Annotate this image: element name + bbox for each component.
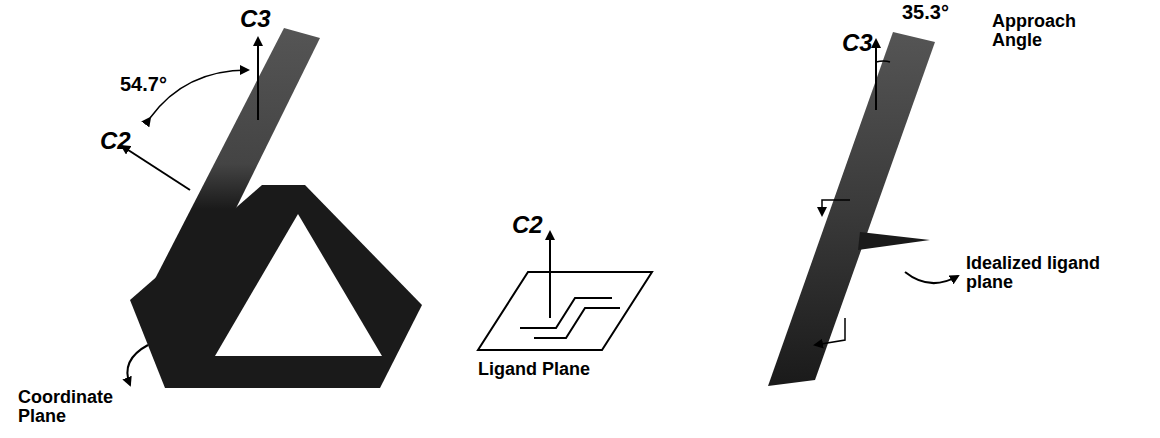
idealized-ligand-plane — [768, 32, 935, 386]
angle-label: 35.3° — [902, 2, 949, 23]
c2-axis-arrow — [549, 232, 551, 318]
coordinate-plane — [130, 28, 422, 388]
leader-line — [905, 272, 958, 283]
angle-arc — [876, 61, 890, 62]
c3-axis-arrow — [875, 40, 877, 110]
part-label: Approach Angle — [992, 12, 1082, 50]
c2-axis-arrow — [122, 146, 190, 190]
rotation-bracket — [815, 318, 845, 345]
angle-label: 54.7° — [120, 74, 167, 95]
axis-label: C2 — [100, 128, 131, 153]
axis-label: C3 — [842, 30, 873, 55]
axis-label: C3 — [240, 6, 271, 31]
ligand-plane — [478, 272, 652, 350]
c3-axis-arrow — [257, 38, 259, 120]
part-label: Ligand Plane — [478, 360, 590, 379]
leader-line — [127, 345, 148, 385]
part-label: Idealized ligand plane — [966, 254, 1116, 292]
axis-label: C2 — [512, 212, 543, 237]
part-label: Coordinate Plane — [18, 388, 128, 426]
rotation-bracket — [822, 200, 850, 215]
